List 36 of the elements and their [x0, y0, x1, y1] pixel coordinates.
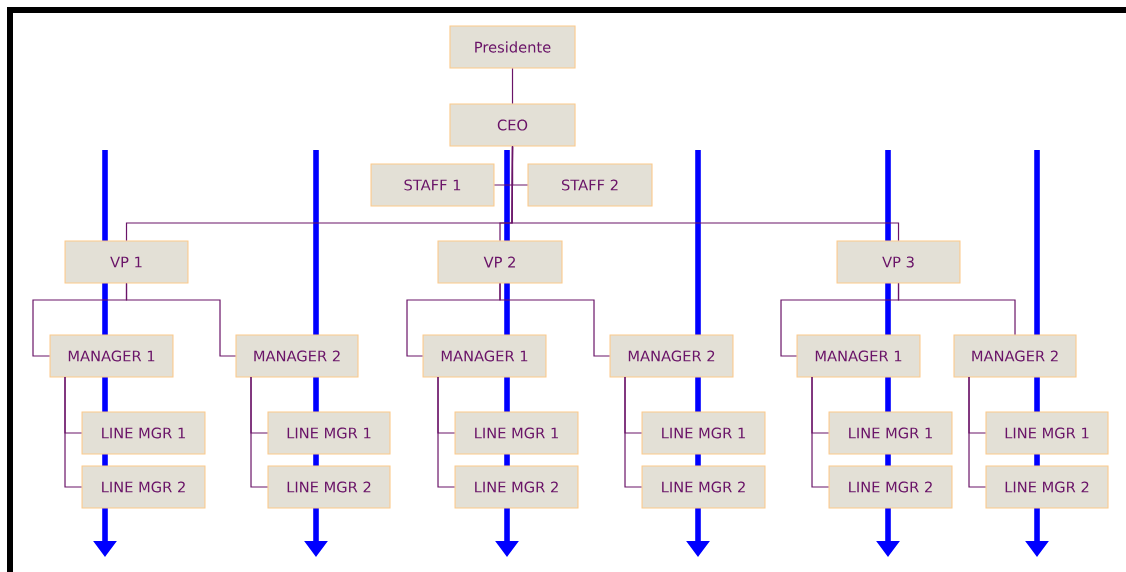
org-box: VP 3: [836, 240, 961, 284]
org-box: VP 1: [64, 240, 189, 284]
connector-line: [624, 376, 643, 488]
connector-line: [968, 376, 987, 488]
connector-line: [250, 376, 269, 488]
org-box: STAFF 1: [370, 163, 495, 207]
org-box: LINE MGR 1: [267, 411, 391, 455]
org-box: LINE MGR 2: [828, 465, 953, 509]
org-box: LINE MGR 1: [81, 411, 206, 455]
org-box: LINE MGR 2: [267, 465, 391, 509]
org-box: MANAGER 1: [49, 334, 174, 378]
connector-line: [811, 376, 830, 488]
org-box: LINE MGR 1: [641, 411, 766, 455]
org-box: LINE MGR 2: [81, 465, 206, 509]
connector-line: [437, 376, 456, 488]
connector-line: [511, 67, 514, 105]
org-box: Presidente: [449, 25, 576, 69]
org-box: MANAGER 1: [422, 334, 547, 378]
org-box: STAFF 2: [527, 163, 653, 207]
org-box: MANAGER 2: [953, 334, 1077, 378]
connector-line: [64, 376, 83, 488]
org-box: LINE MGR 2: [985, 465, 1109, 509]
org-box: MANAGER 1: [796, 334, 921, 378]
org-box: CEO: [449, 103, 576, 147]
org-box: LINE MGR 1: [828, 411, 953, 455]
org-box: LINE MGR 1: [454, 411, 579, 455]
connector-line: [897, 282, 1016, 336]
org-box: LINE MGR 1: [985, 411, 1109, 455]
connector-line: [499, 282, 611, 357]
org-box: LINE MGR 2: [454, 465, 579, 509]
org-box: MANAGER 2: [609, 334, 734, 378]
org-box: LINE MGR 2: [641, 465, 766, 509]
connector-line: [511, 145, 900, 242]
connector-line: [125, 282, 237, 357]
org-box: MANAGER 2: [235, 334, 359, 378]
org-box: VP 2: [437, 240, 563, 284]
